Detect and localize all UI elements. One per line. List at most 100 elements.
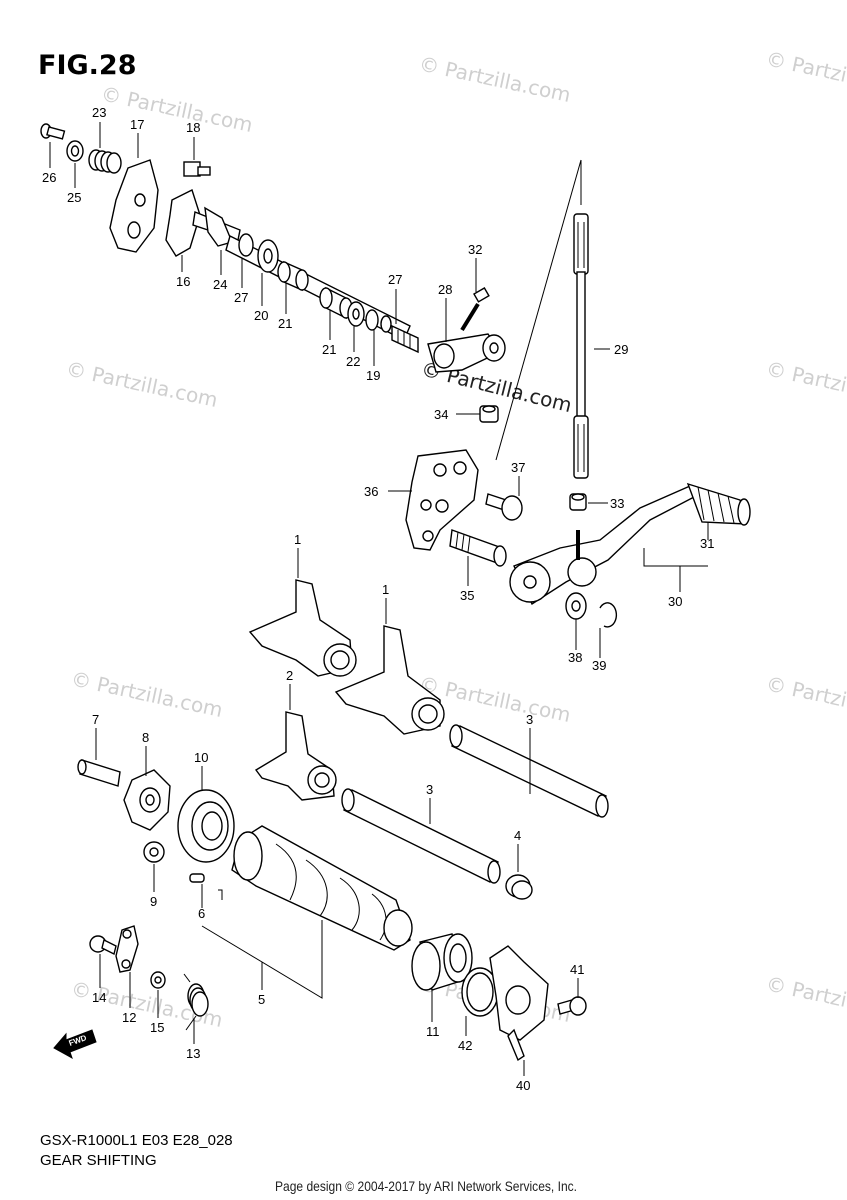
label-41: 41 <box>570 962 584 977</box>
part-40-gear-position-sensor <box>489 945 549 1062</box>
part-1-shift-fork-right <box>334 625 445 735</box>
label-28: 28 <box>438 282 452 297</box>
part-7-pin <box>77 759 121 787</box>
label-13: 13 <box>186 1046 200 1061</box>
label-21b: 21 <box>322 342 336 357</box>
label-39: 39 <box>592 658 606 673</box>
label-11: 11 <box>426 1024 440 1039</box>
section-name: GEAR SHIFTING <box>40 1152 157 1169</box>
part-31-footpeg-rubber <box>686 482 751 526</box>
label-23: 23 <box>92 105 106 120</box>
label-24: 24 <box>213 277 227 292</box>
shift-shaft-assembly <box>40 123 506 423</box>
part-8-cam-stopper <box>123 769 171 831</box>
shift-forks <box>248 579 445 801</box>
part-41-bolt <box>557 996 587 1016</box>
part-11-needle-bearing <box>411 933 473 991</box>
label-32: 32 <box>468 242 482 257</box>
fork-shafts <box>341 724 609 900</box>
part-3-fork-shaft-lower <box>341 788 501 884</box>
part-3-fork-shaft-upper <box>449 724 609 818</box>
copyright-footer: Page design © 2004-2017 by ARI Network S… <box>275 1178 578 1194</box>
part-27-washer-2 <box>380 315 392 333</box>
watermark: © Partzilla.com <box>764 971 847 1027</box>
part-6-pin <box>189 873 205 883</box>
part-35-pivot-bolt <box>449 529 507 567</box>
part-17-stopper-plate <box>109 159 159 253</box>
label-33: 33 <box>610 496 624 511</box>
label-7: 7 <box>92 712 99 727</box>
part-28-gearshift-lever <box>427 333 506 373</box>
part-30-gearshift-lever <box>509 485 697 606</box>
part-labels: 23 17 18 26 25 16 24 27 20 21 21 22 19 2… <box>42 105 714 1093</box>
label-3b: 3 <box>426 782 433 797</box>
watermark: © Partzilla.com <box>417 51 573 107</box>
label-3a: 3 <box>526 712 533 727</box>
part-10-bearing <box>177 789 235 863</box>
part-19-oil-seal <box>365 309 379 331</box>
label-12: 12 <box>122 1010 136 1025</box>
label-29: 29 <box>614 342 628 357</box>
label-19: 19 <box>366 368 380 383</box>
part-23-spring <box>88 149 122 174</box>
part-21-bushing-2 <box>319 286 353 320</box>
part-22-oil-seal <box>347 301 365 327</box>
label-42: 42 <box>458 1038 472 1053</box>
part-12-plate <box>115 925 139 973</box>
watermark: © Partzilla.com <box>764 671 847 727</box>
part-38-washer <box>565 592 587 620</box>
label-2: 2 <box>286 668 293 683</box>
part-24-spring <box>204 206 233 247</box>
label-10: 10 <box>194 750 208 765</box>
part-27-washer <box>238 233 254 257</box>
part-26-bolt <box>40 123 66 140</box>
label-37: 37 <box>511 460 525 475</box>
part-2-shift-fork <box>254 711 337 801</box>
part-15-washer <box>150 971 166 989</box>
part-36-bracket <box>405 449 479 551</box>
label-18: 18 <box>186 120 200 135</box>
part-21-bushing <box>277 260 309 292</box>
part-37-bolt <box>485 493 523 521</box>
figure-title: FIG.28 <box>38 50 137 81</box>
watermark: © Partzilla.com <box>64 356 220 412</box>
label-8: 8 <box>142 730 149 745</box>
part-42-o-ring <box>461 967 499 1017</box>
label-35: 35 <box>460 588 474 603</box>
part-14-bolt <box>89 935 117 956</box>
watermark: © Partzilla.com <box>764 356 847 412</box>
part-32-bolt <box>460 287 490 332</box>
label-38: 38 <box>568 650 582 665</box>
part-5-shift-cam <box>231 825 413 951</box>
part-18-bolt <box>183 161 211 177</box>
watermark: © Partzilla.com <box>764 46 847 102</box>
label-31: 31 <box>700 536 714 551</box>
part-1-shift-fork-left <box>248 579 357 677</box>
label-9: 9 <box>150 894 157 909</box>
label-27b: 27 <box>388 272 402 287</box>
shaft-spline-end <box>391 324 419 354</box>
label-17: 17 <box>130 117 144 132</box>
leader-lines <box>49 122 709 1076</box>
part-39-circlip <box>599 602 618 628</box>
label-30: 30 <box>668 594 682 609</box>
part-34-nut <box>479 405 499 423</box>
part-29-gearshift-rod <box>573 213 589 479</box>
watermark: © Partzilla.com <box>99 81 255 137</box>
label-1a: 1 <box>294 532 301 547</box>
label-34: 34 <box>434 407 448 422</box>
label-25: 25 <box>67 190 81 205</box>
label-5: 5 <box>258 992 265 1007</box>
label-14: 14 <box>92 990 106 1005</box>
gearshift-linkage <box>405 159 751 628</box>
label-1b: 1 <box>382 582 389 597</box>
label-21a: 21 <box>278 316 292 331</box>
label-27a: 27 <box>234 290 248 305</box>
part-20-washer <box>257 239 279 273</box>
model-code: GSX-R1000L1 E03 E28_028 <box>40 1132 233 1149</box>
part-25-washer <box>66 140 84 162</box>
part-4-cap <box>505 874 533 900</box>
label-15: 15 <box>150 1020 164 1035</box>
label-16: 16 <box>176 274 190 289</box>
